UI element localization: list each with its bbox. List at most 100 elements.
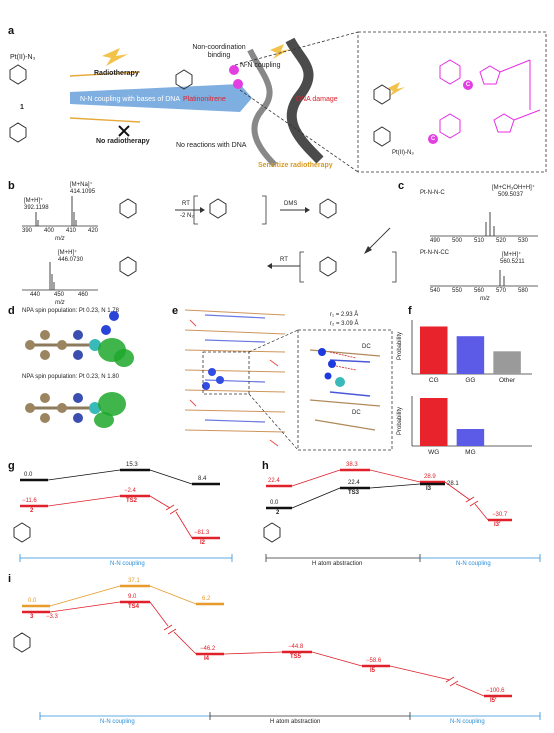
- i-bottom-label-1: N-N coupling: [100, 719, 135, 725]
- i-label-i4: I4: [204, 656, 210, 662]
- ms1-tick-0: 390: [22, 228, 33, 234]
- dna-zoom-model: [309, 348, 381, 431]
- ms1-peak2-label: [M+Na]⁺: [70, 182, 93, 188]
- i-label-i5p: I5′: [490, 698, 497, 704]
- f-bar-0-gg: [456, 336, 485, 374]
- f-cat-label-1-mg: MG: [465, 449, 475, 456]
- f-bar-0-other: [493, 351, 521, 374]
- g-label-i2: I2: [200, 540, 206, 546]
- no-reactions-label: No reactions with DNA: [176, 142, 247, 149]
- h-label-i3: I3: [426, 486, 432, 492]
- dna-stick-model: [180, 302, 292, 452]
- platinonitrene-label: Platinonitrene: [183, 96, 226, 103]
- spec2-value: 560.5211: [500, 259, 525, 265]
- cytosine-badge-1: C: [463, 80, 473, 90]
- f-bar-0-cg: [420, 326, 448, 374]
- i-e-red-2: 9.0: [128, 594, 137, 600]
- f-bar-1-mg: [456, 429, 485, 446]
- i-e-orange-3: 6.2: [202, 596, 211, 602]
- f-cat-label-0-gg: GG: [465, 377, 475, 384]
- spec2-peak: [M+H]⁺: [502, 252, 522, 258]
- f-bar-1-wg: [420, 398, 448, 446]
- ms1-peak1-value: 392.1198: [24, 205, 49, 211]
- g-bottom-label: N-N coupling: [110, 561, 145, 567]
- h-e-final: −30.7: [492, 512, 508, 518]
- panel-label-c: c: [398, 180, 405, 192]
- h-e-red-2: 38.3: [346, 462, 358, 468]
- spec1-tick-3: 520: [496, 238, 507, 244]
- g-e-red-mid: −2.4: [124, 488, 136, 494]
- ms1-xlabel: m/z: [55, 236, 65, 242]
- g-e-red-right: −81.3: [194, 530, 210, 536]
- h-e-red-1: 22.4: [268, 478, 280, 484]
- g-e-black-left: 0.0: [24, 472, 33, 478]
- spec2-tick-1: 550: [452, 288, 463, 294]
- panel-label-d: d: [8, 305, 15, 317]
- dms-label: DMS: [284, 201, 298, 207]
- dc-label-2: DC: [352, 410, 361, 416]
- spec1-tick-4: 530: [518, 238, 529, 244]
- h-e-black-1: 22.4: [348, 480, 360, 486]
- spec2-tick-4: 580: [518, 288, 529, 294]
- ms2-xlabel: m/z: [55, 300, 65, 306]
- i-e-red-6: −100.6: [486, 688, 505, 694]
- h-label-i3p: I3′: [494, 522, 501, 528]
- ms1-peak2-value: 414.1095: [70, 189, 96, 195]
- minus-n2-label: -2 N₂: [180, 213, 194, 219]
- ms2-tick-0: 440: [30, 292, 41, 298]
- panel-label-h: h: [262, 460, 269, 472]
- no-radiotherapy-label: No radiotherapy: [96, 138, 150, 145]
- spec1-peak: [M+CH₃OH+H]⁺: [492, 185, 535, 191]
- distance-r2: r₂ = 3.09 Å: [330, 321, 359, 327]
- dc-label-1: DC: [362, 344, 371, 350]
- i-label-i5: I5: [370, 668, 376, 674]
- pt-azide-right-label: Pt(II)-N₃: [392, 150, 414, 156]
- panel-label-f: f: [408, 305, 412, 317]
- h-label-2: 2: [276, 510, 280, 516]
- i-label-3: 3: [30, 614, 34, 620]
- npa-label-2: NPA spin population: Pt 0.23, N 1.80: [22, 374, 119, 380]
- panel-label-b: b: [8, 180, 15, 192]
- spin-density-structure-2: [25, 392, 126, 428]
- spec2-tick-3: 570: [496, 288, 507, 294]
- f-cat-label-0-other: Other: [499, 377, 516, 384]
- spin-density-structure-1: [25, 311, 134, 367]
- panel-label-i: i: [8, 573, 12, 585]
- big-arrow-label: N-N coupling with bases of DNA: [80, 96, 180, 103]
- ms1-tick-1: 400: [44, 228, 55, 234]
- i-bottom-label-3: N-N coupling: [450, 719, 485, 725]
- i-e-red-3: −46.2: [200, 646, 216, 652]
- spec2-tick-2: 560: [474, 288, 485, 294]
- i-bottom-label-2: H atom abstraction: [270, 719, 321, 725]
- h-e-red-3: 28.9: [424, 474, 436, 480]
- rt-label-1: RT: [182, 201, 190, 207]
- panel-label-a: a: [8, 25, 15, 37]
- radiotherapy-label: Radiotherapy: [94, 70, 139, 77]
- ms2-tick-2: 460: [78, 292, 89, 298]
- spec2-name: Pt-N-N-CC: [420, 250, 449, 256]
- g-e-black-mid: 15.3: [126, 462, 138, 468]
- h-bottom-label-1: H atom abstraction: [312, 561, 363, 567]
- spec1-value: 509.5037: [498, 192, 524, 198]
- nn-coupling-label: N-N coupling: [240, 62, 281, 69]
- npa-label-1: NPA spin population: Pt 0.23, N 1.78: [22, 308, 119, 314]
- f-cat-label-1-wg: WG: [428, 449, 439, 456]
- compound-1-label: 1: [20, 104, 24, 111]
- i-label-ts5: TS5: [290, 654, 302, 660]
- h-bottom-label-2: N-N coupling: [456, 561, 491, 567]
- i-e-red-4: −44.8: [288, 644, 304, 650]
- non-coordination-label: Non-coordination binding: [192, 44, 246, 59]
- i-e-red-5: −58.6: [366, 658, 382, 664]
- spec-xlabel: m/z: [480, 296, 490, 302]
- g-e-black-right: 8.4: [198, 476, 207, 482]
- dna-damage-label: DNA damage: [296, 96, 338, 103]
- sensitize-label: Sensitize radiotherapy: [258, 162, 333, 169]
- panel-label-g: g: [8, 460, 15, 472]
- rt-label-2: RT: [280, 257, 288, 263]
- cytosine-badge-2: C: [428, 134, 438, 144]
- i-label-ts4: TS4: [128, 604, 140, 610]
